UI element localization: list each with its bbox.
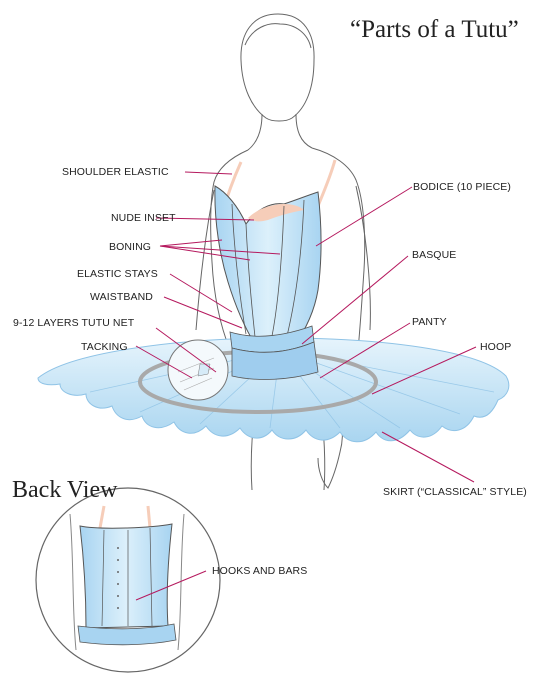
shoulder-left (210, 149, 249, 351)
leader-boning-1 (159, 239, 223, 247)
label-nude-inset: NUDE INSET (111, 212, 176, 224)
leader-lines (135, 171, 477, 483)
leader-boning-2 (159, 245, 251, 261)
label-panty: PANTY (412, 316, 447, 328)
neck-left (247, 113, 263, 151)
arm-left (195, 189, 215, 331)
back-strap-right (146, 505, 152, 529)
nude-inset (248, 204, 304, 222)
figure-outline (195, 13, 371, 491)
back-view-heading: Back View (12, 477, 118, 503)
label-bodice: BODICE (10 PIECE) (413, 181, 511, 193)
bodice (214, 185, 322, 380)
strap-right (316, 159, 337, 207)
leader-elastic-stays (169, 273, 233, 313)
leader-skirt (381, 431, 475, 483)
leader-bodice (315, 186, 413, 247)
label-hoop: HOOP (480, 341, 512, 353)
shoulder-right (311, 147, 366, 351)
leader-shoulder-elastic (184, 171, 233, 175)
label-hooks-and-bars: HOOKS AND BARS (212, 565, 308, 577)
leader-hoop (371, 346, 477, 395)
hair-line (244, 23, 312, 49)
label-shoulder-elastic: SHOULDER ELASTIC (62, 166, 169, 178)
skirt-body (37, 337, 510, 443)
back-waistband (77, 623, 177, 646)
label-waistband: WAISTBAND (90, 291, 153, 303)
leader-tacking (135, 345, 193, 379)
back-view (35, 487, 221, 673)
label-elastic-stays: ELASTIC STAYS (77, 268, 158, 280)
label-boning: BONING (109, 241, 152, 253)
label-basque: BASQUE (412, 249, 457, 261)
leader-waistband (163, 296, 243, 329)
leader-tutu-net (155, 327, 217, 373)
back-body-right (177, 513, 185, 651)
back-hooks (117, 547, 119, 609)
label-tacking: TACKING (81, 341, 128, 353)
leader-boning-3 (159, 245, 281, 255)
leader-basque (301, 255, 409, 345)
leader-nude-inset (155, 217, 255, 221)
label-skirt: SKIRT (“CLASSICAL” STYLE) (383, 486, 527, 498)
tacking-detail (167, 339, 229, 401)
neck-right (295, 113, 313, 149)
diagram-title: “Parts of a Tutu” (350, 16, 519, 43)
back-body-left (69, 513, 77, 651)
back-strap-left (98, 505, 106, 529)
back-bodice (79, 523, 173, 629)
arm-right (355, 185, 371, 331)
label-tutu-net: 9-12 LAYERS TUTU NET (13, 317, 135, 329)
leader-panty (319, 322, 411, 379)
leader-hooks-and-bars (135, 570, 207, 601)
head (240, 13, 315, 122)
basque (231, 341, 319, 380)
